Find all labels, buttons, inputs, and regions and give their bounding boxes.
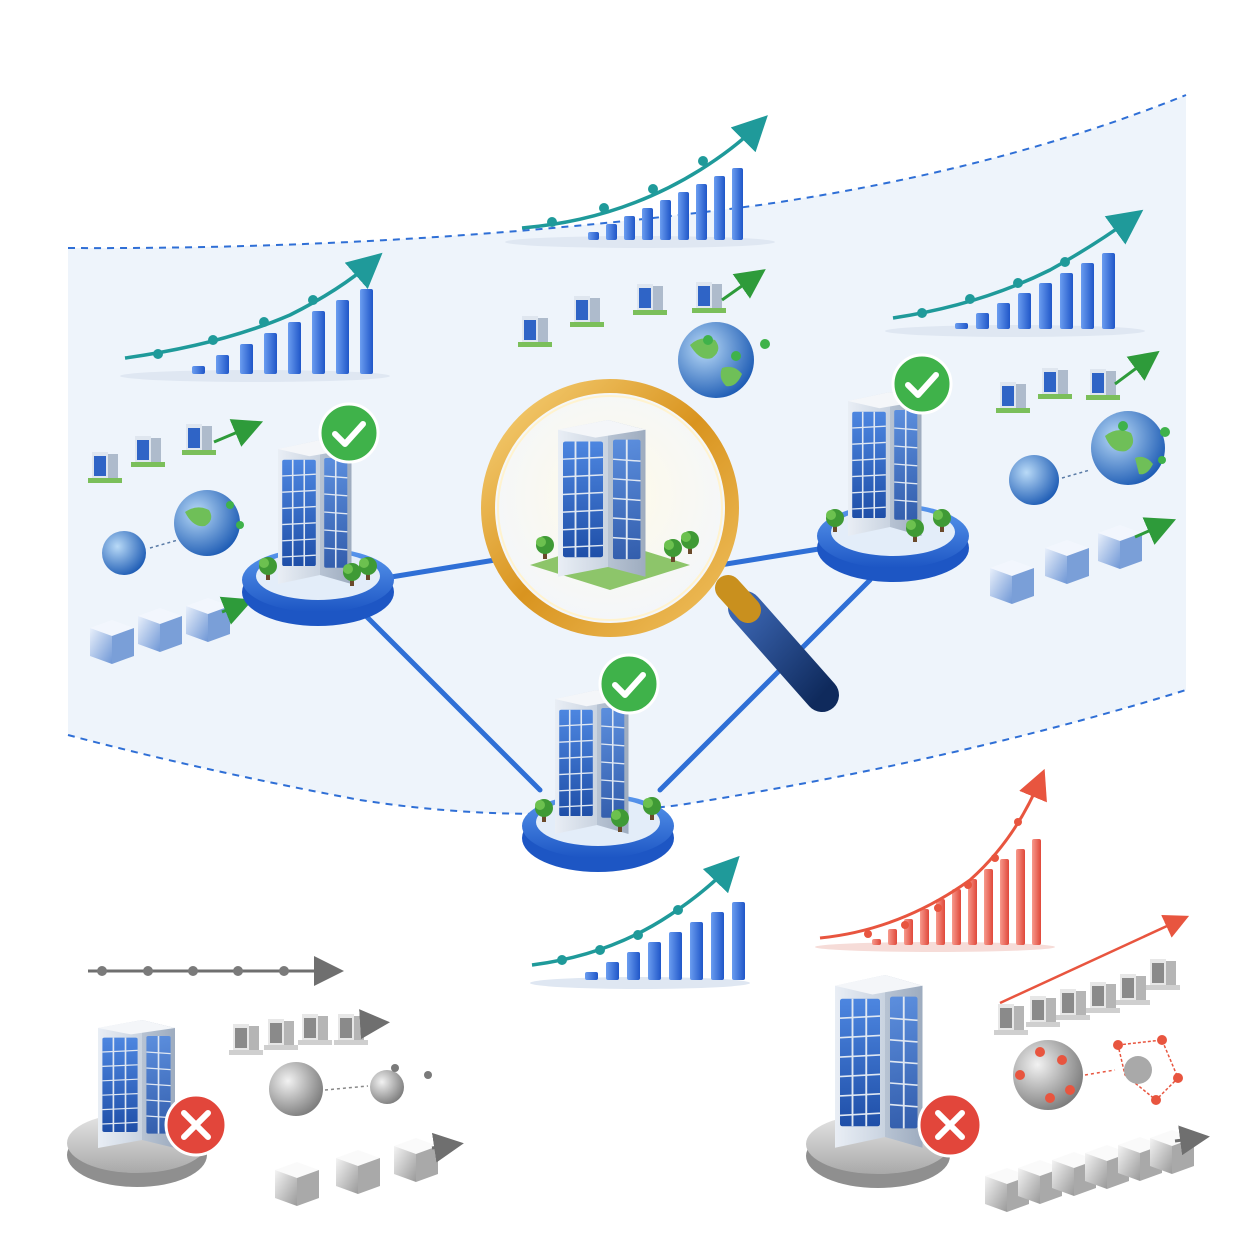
growth-bar <box>1018 293 1031 329</box>
growth-bar <box>920 909 929 945</box>
growth-bar <box>696 184 707 240</box>
growth-chart-bottom-right <box>815 768 1055 952</box>
growth-bar <box>669 932 682 980</box>
band-border-bottom <box>67 689 1187 815</box>
growth-bar <box>240 344 253 374</box>
growth-bar <box>872 939 881 945</box>
growth-chart-bottom-center <box>530 855 750 989</box>
globe-icon <box>678 322 754 398</box>
growth-bar <box>1102 253 1115 329</box>
check-badge <box>318 402 380 464</box>
node-rejected-left <box>67 1019 228 1187</box>
node-rejected-right <box>806 974 983 1188</box>
growth-bar <box>264 333 277 374</box>
globe-icon <box>269 1062 323 1116</box>
network-links <box>362 545 873 793</box>
growth-chart-top-right <box>885 209 1145 337</box>
growth-bar <box>888 929 897 945</box>
growth-bar <box>955 323 968 329</box>
growth-bar <box>288 322 301 374</box>
stagnant-trend-left <box>88 956 344 986</box>
growth-bar <box>336 300 349 374</box>
growth-bar <box>192 366 205 374</box>
growth-bar <box>732 902 745 980</box>
globe-icon <box>370 1070 404 1104</box>
growth-bar <box>968 879 977 945</box>
growth-bar <box>648 942 661 980</box>
check-badge <box>598 653 660 715</box>
growth-bar <box>997 303 1010 329</box>
growth-bar <box>606 962 619 980</box>
growth-bar <box>585 972 598 980</box>
growth-bar <box>714 176 725 240</box>
node-left <box>242 402 394 626</box>
growth-bar <box>711 912 724 980</box>
supply-chain-left <box>88 419 264 664</box>
growth-bar <box>624 216 635 240</box>
growth-bar <box>627 952 640 980</box>
growth-chart-top-center <box>505 115 775 248</box>
growth-bar <box>606 224 617 240</box>
supply-chain-rejected-right <box>985 914 1210 1212</box>
growth-bar <box>976 313 989 329</box>
growth-bar <box>984 869 993 945</box>
globe-icon-small <box>1009 455 1059 505</box>
node-bottom <box>522 653 674 872</box>
node-right <box>817 353 969 582</box>
office-building-icon <box>530 419 699 590</box>
supply-chain-right <box>990 350 1177 604</box>
supply-chain-rejected-left <box>229 1009 464 1206</box>
growth-bar <box>1032 839 1041 945</box>
growth-bar <box>1000 859 1009 945</box>
cross-badge <box>917 1092 983 1158</box>
globe-icon-small <box>102 531 146 575</box>
network-map-icon <box>1117 1039 1179 1102</box>
growth-bar <box>216 355 229 374</box>
growth-bar <box>1060 273 1073 329</box>
growth-bar <box>952 889 961 945</box>
growth-bar <box>690 922 703 980</box>
cross-badge <box>164 1093 228 1157</box>
supply-chain-top-center <box>518 269 770 398</box>
growth-bar <box>1016 849 1025 945</box>
growth-bar <box>660 200 671 240</box>
growth-chart-top-left <box>120 252 390 382</box>
growth-bar <box>678 192 689 240</box>
magnifier-icon <box>481 379 839 712</box>
growth-bar <box>1039 283 1052 329</box>
growth-bar <box>1081 263 1094 329</box>
growth-bar <box>360 289 373 374</box>
growth-bar <box>642 208 653 240</box>
check-badge <box>891 353 953 415</box>
growth-bar <box>588 232 599 240</box>
growth-bar <box>732 168 743 240</box>
growth-bar <box>312 311 325 374</box>
